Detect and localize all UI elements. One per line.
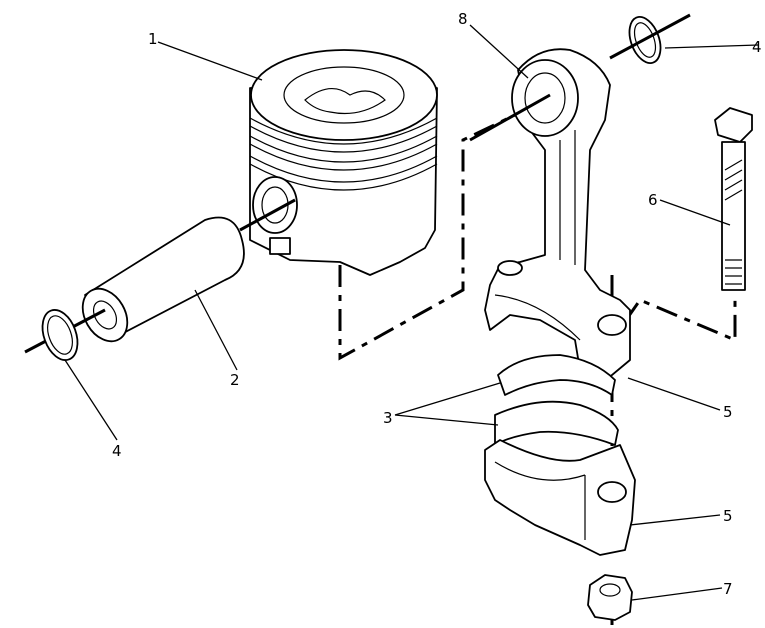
connecting-rod-bolt (714, 107, 753, 291)
callout-labels: 1 2 3 4 4 5 5 6 7 8 (112, 10, 762, 598)
callout-1: 1 (148, 30, 158, 48)
callout-5-lower: 5 (723, 507, 733, 525)
ring-axis-line-right (609, 13, 691, 60)
retaining-ring-left (41, 309, 79, 361)
connecting-rod (484, 48, 631, 386)
rod-axis-line (469, 93, 551, 142)
callout-4-right: 4 (752, 38, 762, 56)
piston (249, 49, 438, 276)
nut (587, 574, 633, 621)
callout-2: 2 (230, 371, 240, 389)
bearing-shell-upper (497, 354, 616, 396)
piston-pin (81, 216, 245, 343)
callout-4-left: 4 (112, 442, 122, 460)
pin-axis-line (239, 198, 296, 232)
bearing-shell-lower (494, 400, 619, 446)
callout-7: 7 (723, 580, 733, 598)
callout-6: 6 (648, 191, 658, 209)
callout-5-upper: 5 (723, 403, 733, 421)
callout-8: 8 (458, 10, 468, 28)
callout-3: 3 (383, 409, 393, 427)
leader-lines (64, 24, 759, 601)
rod-cap (484, 439, 636, 556)
